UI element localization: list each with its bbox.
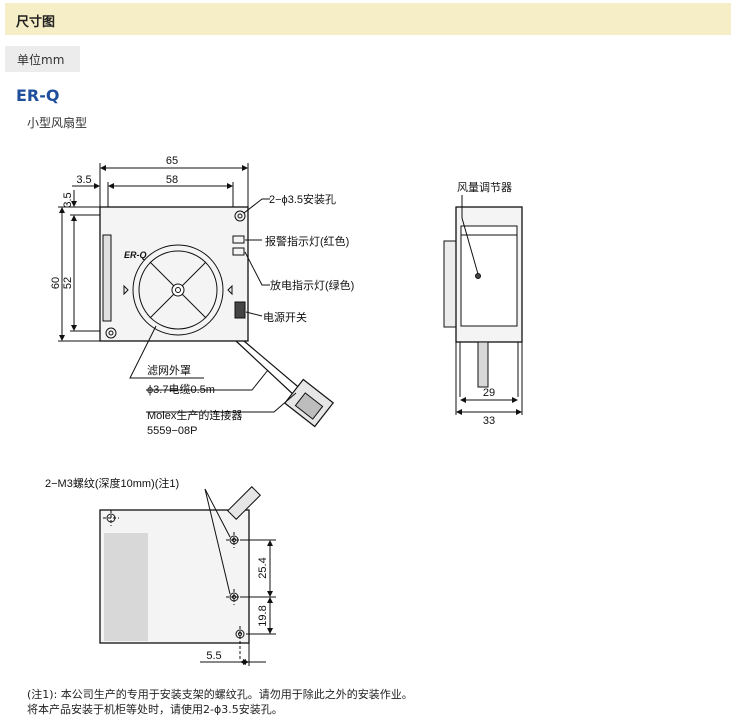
dim-total-width: 65	[166, 155, 178, 167]
dim-rear-offset: 5.5	[206, 650, 221, 662]
rear-label-area	[104, 533, 148, 641]
callout-alarm-led: 报警指示灯(红色)	[265, 234, 349, 248]
front-left-panel	[102, 234, 112, 322]
dim-rear-lower: 19.8	[257, 605, 269, 626]
alarm-led	[232, 235, 245, 244]
dim-side-outer: 33	[483, 415, 495, 427]
model-name: ER-Q	[16, 86, 60, 105]
callout-screw-holes: 2−M3螺纹(深度10mm)(注1)	[45, 476, 179, 490]
callout-air-adjuster: 风量调节器	[457, 181, 512, 194]
mounting-hole-top	[234, 210, 246, 222]
front-view-labels: 65 58 3.5 3.5 60 52 ER-Q 2−ϕ3.5安装孔 报警指示灯…	[50, 155, 354, 437]
discharge-led	[232, 247, 245, 256]
fan-outer	[132, 244, 224, 336]
air-adjuster-knob	[475, 273, 481, 279]
callout-filter-cover: 滤网外罩	[147, 364, 191, 377]
front-body	[99, 206, 249, 342]
callout-discharge-led: 放电指示灯(绿色)	[270, 278, 354, 292]
side-view	[443, 195, 523, 415]
side-view-labels: 风量调节器 29 33	[457, 181, 512, 427]
mounting-hole-bottom	[105, 327, 117, 339]
front-logo: ER-Q	[124, 250, 147, 260]
callout-connector-part: 5559−08P	[147, 425, 197, 437]
rear-view	[99, 486, 276, 666]
section-header: 尺寸图	[5, 3, 731, 35]
dim-left-offset: 3.5	[76, 174, 91, 186]
dim-inner-height: 52	[62, 277, 74, 289]
dim-rear-upper: 25.4	[257, 557, 269, 578]
callout-power-switch: 电源开关	[263, 310, 307, 324]
side-back-plate	[443, 240, 457, 328]
front-view	[58, 163, 335, 428]
power-switch-shape	[234, 301, 246, 319]
unit-tab[interactable]: 单位mm	[5, 46, 80, 72]
note-line-2: 将本产品安装于机柜等处时，请使用2-ϕ3.5安装孔。	[27, 703, 283, 716]
unit-tab-label: 单位mm	[17, 53, 65, 67]
note-line-1: (注1): 本公司生产的专用于安装支架的螺纹孔。请勿用于除此之外的安装作业。	[27, 688, 413, 701]
dim-inner-width: 58	[166, 174, 178, 186]
rear-view-labels: 2−M3螺纹(深度10mm)(注1) 25.4 19.8 5.5	[45, 476, 269, 662]
model-description: 小型风扇型	[27, 116, 88, 130]
dim-side-inner: 29	[483, 387, 495, 399]
dim-height: 60	[50, 277, 62, 289]
section-title: 尺寸图	[16, 15, 56, 30]
callout-connector: Molex生产的连接器	[147, 408, 242, 422]
callout-cable: ϕ3.7电缆0.5m	[147, 383, 215, 396]
dim-top-offset: 3.5	[62, 192, 74, 207]
callout-mounting-holes: 2−ϕ3.5安装孔	[269, 192, 336, 206]
dimension-drawing: 65 58 3.5 3.5 60 52 ER-Q 2−ϕ3.5安装孔 报警指示灯…	[45, 155, 523, 666]
